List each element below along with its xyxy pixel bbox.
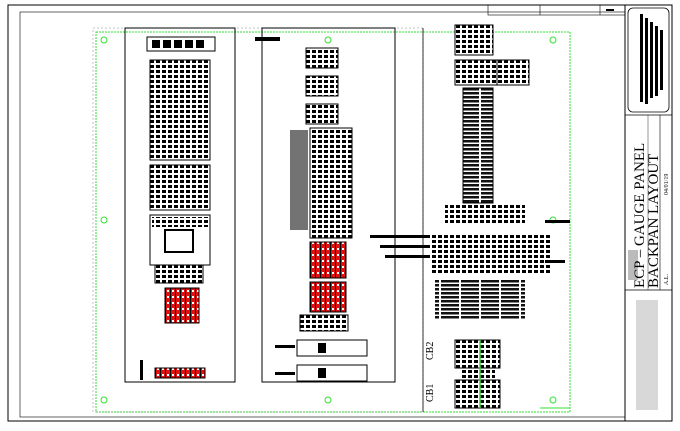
title-line2: BACKPAN LAYOUT (646, 154, 662, 288)
drawn-by: A.L. (664, 274, 670, 285)
title-line1: ECP – GAUGE PANEL (632, 143, 648, 288)
logo-bars (640, 14, 663, 104)
right-rail-section: CB2 CB1 (422, 24, 570, 412)
date: 04/01/19 (664, 174, 670, 195)
mounting-holes (100, 36, 557, 404)
wire-labels (275, 130, 570, 375)
company-logo (627, 7, 670, 113)
revision-block (487, 4, 626, 16)
middle-panel (255, 27, 396, 383)
cb1-label: CB1 (425, 384, 436, 402)
cb2-label: CB2 (425, 342, 436, 360)
left-panel (124, 27, 236, 383)
blurred-company-info (636, 300, 658, 410)
title-block: ECP – GAUGE PANEL BACKPAN LAYOUT 04/01/1… (624, 4, 673, 422)
blurred-field (628, 250, 638, 280)
